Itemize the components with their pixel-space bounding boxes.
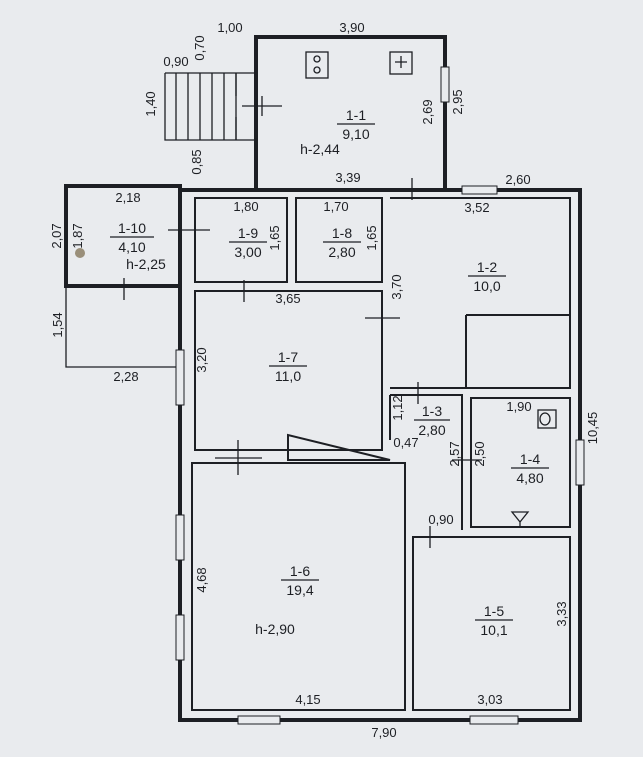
- room-1-6-label: 1-6: [290, 563, 310, 579]
- room-1-7-walls: [194, 290, 383, 451]
- room-1-5-walls: [412, 536, 571, 711]
- fixtures: [75, 51, 557, 526]
- dim-r16-4-68: 4,68: [194, 567, 209, 592]
- dim-stair-0-85: 0,85: [189, 149, 204, 174]
- room-1-6-height: h-2,90: [255, 621, 295, 637]
- room-1-1-area: 9,10: [342, 126, 369, 142]
- room-1-4-label: 1-4: [520, 451, 540, 467]
- dim-r-0-90: 0,90: [428, 512, 453, 527]
- window-1-7: [175, 349, 185, 406]
- dim-stair-0-70: 0,70: [192, 35, 207, 60]
- dim-r110-1-87: 1,87: [70, 223, 85, 248]
- dim-r11-3-39: 3,39: [335, 170, 360, 185]
- room-1-2-label: 1-2: [477, 259, 497, 275]
- room-1-8-label: 1-8: [332, 225, 352, 241]
- dim-bottom-7-90: 7,90: [371, 725, 396, 740]
- stair-steps: [175, 73, 237, 140]
- dim-r-10-45: 10,45: [585, 412, 600, 445]
- window-1-6-lower: [175, 614, 185, 661]
- room-1-6-area: 19,4: [286, 582, 313, 598]
- dim-stair-1-40: 1,40: [143, 91, 158, 116]
- room-1-10-label: 1-10: [118, 220, 146, 236]
- room-1-6-walls: [191, 462, 406, 711]
- dim-r110-2-07: 2,07: [49, 223, 64, 248]
- dim-r12-3-70: 3,70: [389, 274, 404, 299]
- room-1-7-area: 11,0: [275, 368, 301, 384]
- dim-r11-2-95: 2,95: [450, 89, 465, 114]
- dim-r11-2-69: 2,69: [420, 99, 435, 124]
- room-1-1-label: 1-1: [346, 107, 366, 123]
- dim-top-1-00: 1,00: [217, 20, 242, 35]
- dim-r13-1-12: 1,12: [390, 395, 405, 420]
- door-1-1: [242, 96, 282, 116]
- dim-r14-2-50: 2,50: [472, 441, 487, 466]
- dim-r14-1-90: 1,90: [506, 399, 531, 414]
- dim-r16-4-15: 4,15: [295, 692, 320, 707]
- stove-icon: [305, 51, 329, 79]
- room-1-8-walls: [295, 197, 383, 283]
- room-1-10-area: 4,10: [118, 239, 145, 255]
- room-1-2-closet: [465, 314, 570, 388]
- room-1-4-walls: [470, 397, 571, 528]
- stair-outline: [164, 72, 256, 141]
- sink-icon: [389, 51, 413, 75]
- stairs: [164, 72, 256, 141]
- room-labels: 1-1 9,10 h-2,44 1-2 10,0 1-3 2,80 1-4 4,…: [110, 107, 549, 638]
- dim-r19-1-65: 1,65: [267, 225, 282, 250]
- dim-top-3-90: 3,90: [339, 20, 364, 35]
- room-1-10-height: h-2,25: [126, 256, 166, 272]
- stain-mark: [75, 248, 85, 258]
- dim-r17-3-20: 3,20: [194, 347, 209, 372]
- room-1-8-area: 2,80: [328, 244, 355, 260]
- door-marks: [123, 96, 482, 548]
- dim-stair-0-90: 0,90: [163, 54, 188, 69]
- room-1-3-walls: [389, 394, 463, 530]
- dim-r12-3-52: 3,52: [464, 200, 489, 215]
- windows: [175, 66, 585, 725]
- room-1-1-height: h-2,44: [300, 141, 340, 157]
- dim-r15-3-03: 3,03: [477, 692, 502, 707]
- dim-r13-2-57: 2,57: [447, 441, 462, 466]
- room-1-3-label: 1-3: [422, 403, 442, 419]
- shower-icon: [510, 511, 530, 526]
- room-1-2-area: 10,0: [473, 278, 500, 294]
- window-1-1: [440, 66, 450, 103]
- dim-ext-1-54: 1,54: [50, 312, 65, 337]
- dim-r-2-60: 2,60: [505, 172, 530, 187]
- window-1-5-bottom: [469, 715, 519, 725]
- window-1-6-upper: [175, 514, 185, 561]
- room-1-10-outer-wall: [64, 184, 182, 288]
- window-1-6-bottom: [237, 715, 281, 725]
- room-1-1-outer-wall: [254, 35, 447, 190]
- dim-r19-1-80: 1,80: [233, 199, 258, 214]
- room-1-7-label: 1-7: [278, 349, 298, 365]
- room-1-5-label: 1-5: [484, 603, 504, 619]
- room-1-5-area: 10,1: [480, 622, 507, 638]
- dim-r110-2-18: 2,18: [115, 190, 140, 205]
- room-1-2-walls: [390, 197, 571, 389]
- window-1-4: [575, 439, 585, 486]
- room-1-3-area: 2,80: [418, 422, 445, 438]
- room-1-9-area: 3,00: [234, 244, 261, 260]
- dim-r18-1-65: 1,65: [364, 225, 379, 250]
- dimension-labels: 1,00 3,90 0,90 3,39 2,60 3,52 2,18 1,80 …: [49, 20, 600, 740]
- window-1-2: [461, 185, 498, 195]
- stair-wedge: [287, 433, 391, 461]
- dim-r13-0-47: 0,47: [393, 435, 418, 450]
- dim-r18-1-70: 1,70: [323, 199, 348, 214]
- door-1-6: [215, 440, 262, 475]
- dim-r17-3-65: 3,65: [275, 291, 300, 306]
- dim-ext-2-28: 2,28: [113, 369, 138, 384]
- external-area-outline: [65, 286, 180, 368]
- room-1-9-walls: [194, 197, 288, 283]
- room-1-9-label: 1-9: [238, 225, 258, 241]
- toilet-icon: [537, 409, 557, 429]
- dim-r15-3-33: 3,33: [554, 601, 569, 626]
- room-1-4-area: 4,80: [516, 470, 543, 486]
